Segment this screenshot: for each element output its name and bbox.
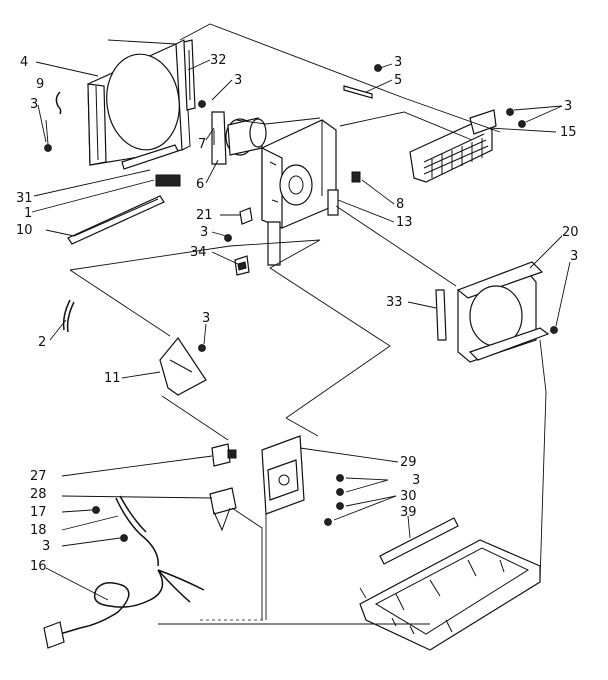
callout-3i: 3	[42, 539, 50, 554]
control-panel-29	[261, 435, 305, 515]
callout-18: 18	[30, 523, 47, 538]
callout-27: 27	[30, 469, 47, 484]
callout-21: 21	[196, 208, 213, 223]
callout-11: 11	[104, 371, 121, 386]
bracket-11	[159, 336, 207, 396]
tube-2	[62, 299, 75, 333]
callout-31: 31	[16, 191, 33, 206]
callout-34: 34	[190, 245, 207, 260]
screw-3-bracket-11	[198, 344, 206, 352]
callout-leaders	[31, 59, 571, 601]
seal-strip-10	[67, 195, 165, 245]
callout-3e: 3	[200, 225, 208, 240]
switch-27	[211, 443, 237, 467]
callout-39: 39	[400, 505, 417, 520]
callout-5: 5	[394, 73, 402, 88]
callout-30: 30	[400, 489, 417, 504]
callout-29: 29	[400, 455, 417, 470]
callout-3g: 3	[202, 311, 210, 326]
callout-3d: 3	[564, 99, 572, 114]
callout-1: 1	[24, 206, 32, 221]
clip-9	[55, 91, 62, 115]
strip-31	[121, 144, 179, 170]
callout-9: 9	[36, 77, 44, 92]
capacitor-assembly	[211, 111, 267, 165]
wire-harness-18	[115, 495, 159, 567]
screw-3-capacitor	[198, 100, 206, 108]
retainer-strip-32	[183, 39, 196, 111]
power-cord-16	[43, 569, 205, 649]
screws-3-grille	[506, 108, 526, 128]
foam-block-1	[155, 174, 181, 187]
screw-3-shroud	[550, 326, 558, 334]
strip-33	[435, 289, 447, 341]
center-bracket-13	[261, 119, 339, 266]
callout-3a: 3	[30, 97, 38, 112]
callout-labels: 4 9 3 31 1 10 32 3 7 6 3 5 3 15 8 13 21 …	[16, 53, 579, 574]
foam-strip-39	[379, 517, 459, 565]
screw-17	[92, 506, 100, 514]
screw-3-left	[44, 119, 52, 152]
air-grille-15	[409, 109, 497, 183]
callout-17: 17	[30, 505, 47, 520]
callout-3c: 3	[394, 55, 402, 70]
callout-3f: 3	[570, 249, 578, 264]
condenser-shroud-20	[456, 261, 550, 363]
screw-3-brace	[374, 64, 382, 72]
callout-13: 13	[396, 215, 413, 230]
clip-8	[351, 171, 361, 183]
callout-28: 28	[30, 487, 47, 502]
fan-shroud-assembly	[87, 39, 191, 166]
callout-4: 4	[20, 55, 28, 70]
callout-20: 20	[562, 225, 579, 240]
clip-34	[234, 255, 250, 276]
callout-32: 32	[210, 53, 227, 68]
callout-16: 16	[30, 559, 47, 574]
callout-3h: 3	[412, 473, 420, 488]
callout-15: 15	[560, 125, 577, 140]
screws-3-panel	[324, 474, 344, 526]
callout-6: 6	[196, 177, 204, 192]
callout-10: 10	[16, 223, 33, 238]
callout-2: 2	[38, 335, 46, 350]
callout-3b: 3	[234, 73, 242, 88]
screw-3-cord	[120, 534, 128, 542]
thermostat-28	[209, 487, 237, 532]
assembly-outline	[69, 23, 547, 625]
clip-21	[239, 207, 253, 225]
screw-3-bracket	[224, 234, 232, 242]
callout-33: 33	[386, 295, 403, 310]
callout-7: 7	[198, 137, 206, 152]
brace-5	[343, 85, 373, 99]
callout-8: 8	[396, 197, 404, 212]
